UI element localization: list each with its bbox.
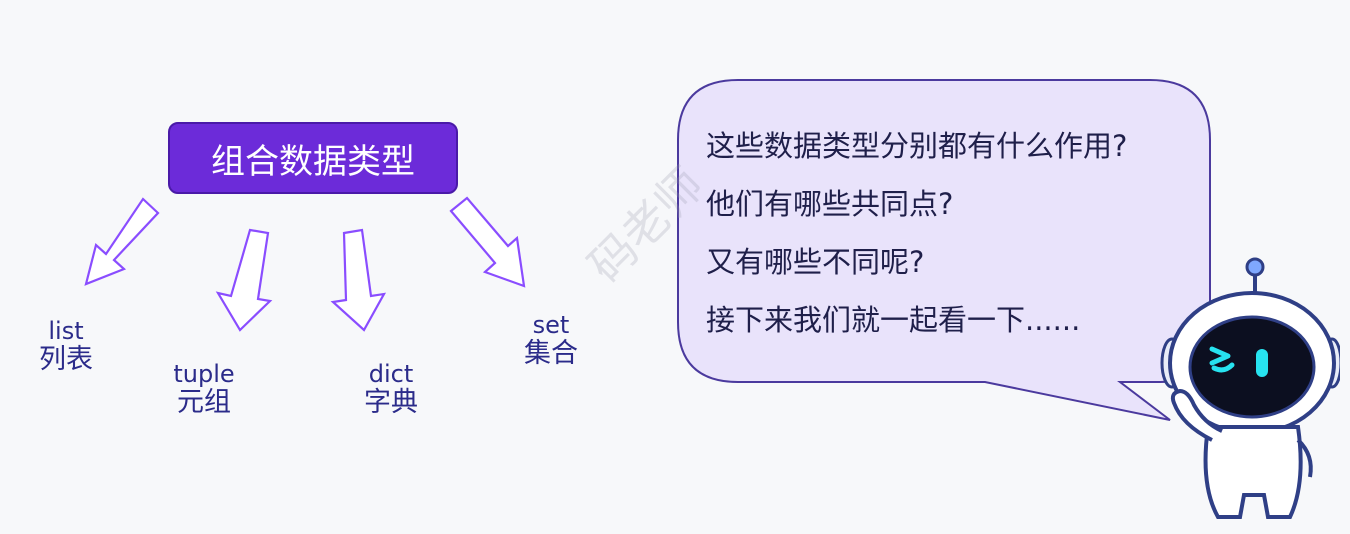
arrow-to-tuple [215,228,273,332]
speech-line-3: 又有哪些不同呢? [706,245,925,279]
node-dict-en: dict [368,360,414,388]
node-dict-zh: 字典 [364,387,418,418]
robot-mascot-icon [1160,257,1340,519]
title-box: 组合数据类型 [168,122,458,194]
node-list: list 列表 [34,318,98,376]
node-tuple-zh: 元组 [177,387,231,418]
speech-text: 这些数据类型分别都有什么作用? 他们有哪些共同点? 又有哪些不同呢? 接下来我们… [706,124,1186,356]
speech-line-1: 这些数据类型分别都有什么作用? [706,129,1128,163]
node-list-en: list [48,317,84,345]
node-set-en: set [532,311,570,339]
title-label: 组合数据类型 [211,141,415,182]
arrow-to-set [449,196,526,288]
speech-line-4: 接下来我们就一起看一下...... [706,303,1081,337]
arrow-to-dict [330,228,387,332]
node-set-zh: 集合 [524,338,578,369]
node-tuple-en: tuple [173,360,235,388]
node-dict: dict 字典 [358,361,424,419]
speech-line-2: 他们有哪些共同点? [706,187,954,221]
node-list-zh: 列表 [39,344,93,375]
node-tuple: tuple 元组 [166,361,242,419]
arrow-to-list [84,197,160,286]
speech-bubble-shape [677,79,1211,421]
node-set: set 集合 [518,312,584,370]
